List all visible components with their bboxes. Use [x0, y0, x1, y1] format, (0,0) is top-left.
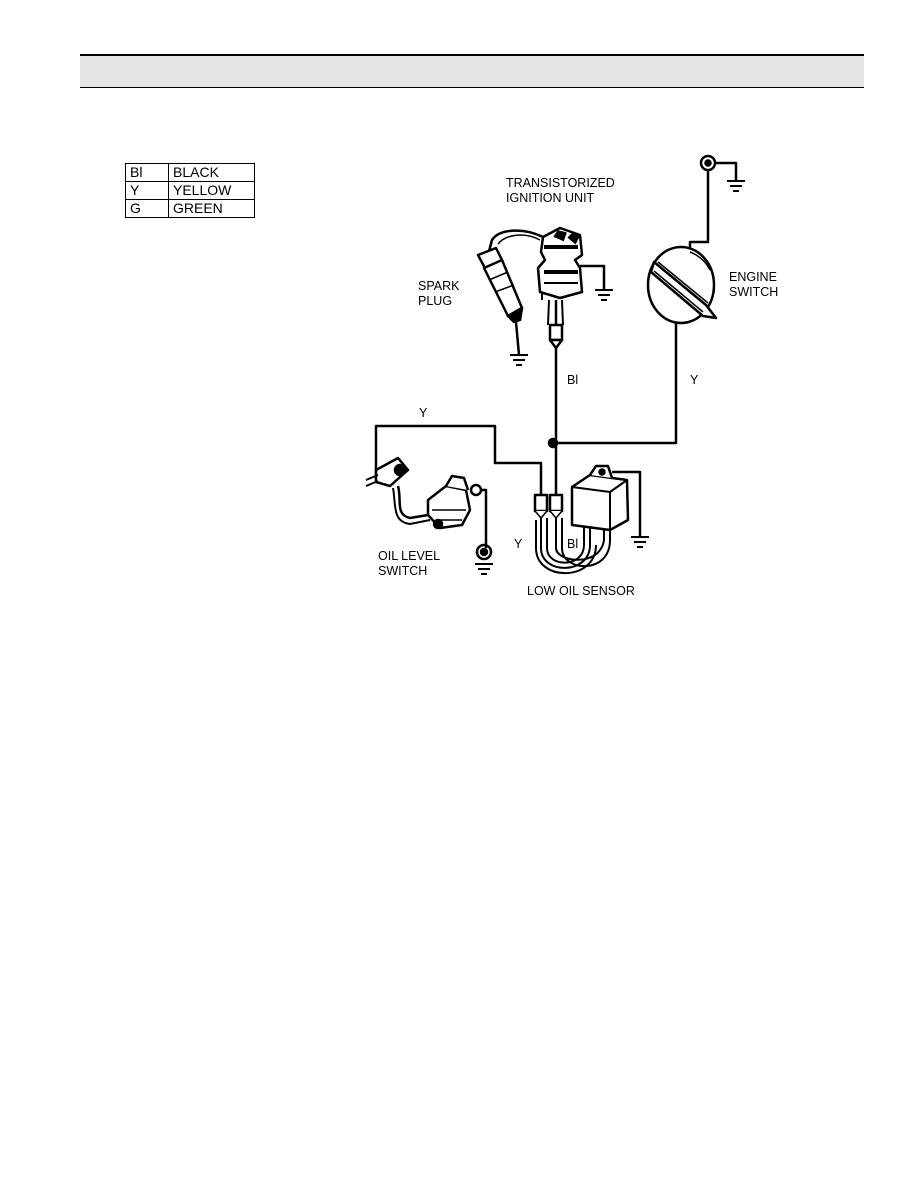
ignition-unit-icon	[536, 226, 584, 326]
oil-level-switch-label-line2: SWITCH	[378, 564, 427, 578]
low-oil-sensor-ground-icon	[612, 470, 649, 548]
spark-plug-label-line1: SPARK	[418, 279, 460, 293]
legend-row: G GREEN	[125, 199, 255, 218]
engine-switch-upper-wire	[688, 170, 710, 252]
oil-level-switch-label-line1: OIL LEVEL	[378, 549, 440, 563]
legend-color: GREEN	[168, 199, 255, 218]
legend-row: Bl BLACK	[125, 163, 255, 182]
yellow-wire-oil-level-switch	[374, 424, 543, 495]
ignition-unit-label-line1: TRANSISTORIZED	[506, 176, 615, 190]
oil-level-switch-icon	[365, 456, 493, 575]
spark-plug-label-line2: PLUG	[418, 294, 452, 308]
black-wire-connector	[548, 323, 564, 350]
wire-label-yellow-sensor: Y	[514, 537, 523, 551]
legend-color: BLACK	[168, 163, 255, 182]
wire-label-black-main: Bl	[567, 373, 578, 387]
wire-label-black-sensor: Bl	[567, 537, 578, 551]
high-tension-lead	[486, 229, 544, 256]
legend-color: YELLOW	[168, 181, 255, 200]
wire-label-yellow-engine-switch: Y	[690, 373, 699, 387]
wire-junction	[547, 437, 559, 449]
ignition-unit-ground-icon	[580, 264, 613, 301]
engine-switch-icon	[646, 245, 718, 325]
low-oil-sensor-harness	[535, 518, 611, 575]
spark-plug-icon	[476, 246, 528, 366]
low-oil-sensor-connectors	[533, 493, 564, 519]
low-oil-sensor-icon	[570, 464, 630, 532]
yellow-wire-engine-switch	[553, 322, 678, 445]
engine-switch-label-line2: SWITCH	[729, 285, 778, 299]
low-oil-sensor-label: LOW OIL SENSOR	[527, 584, 635, 598]
wire-label-yellow-top: Y	[419, 406, 428, 420]
page-header-bar	[80, 54, 864, 88]
ignition-unit-label-line2: IGNITION UNIT	[506, 191, 595, 205]
engine-switch-label-line1: ENGINE	[729, 270, 777, 284]
wire-color-legend: Bl BLACK Y YELLOW G GREEN	[125, 163, 255, 218]
